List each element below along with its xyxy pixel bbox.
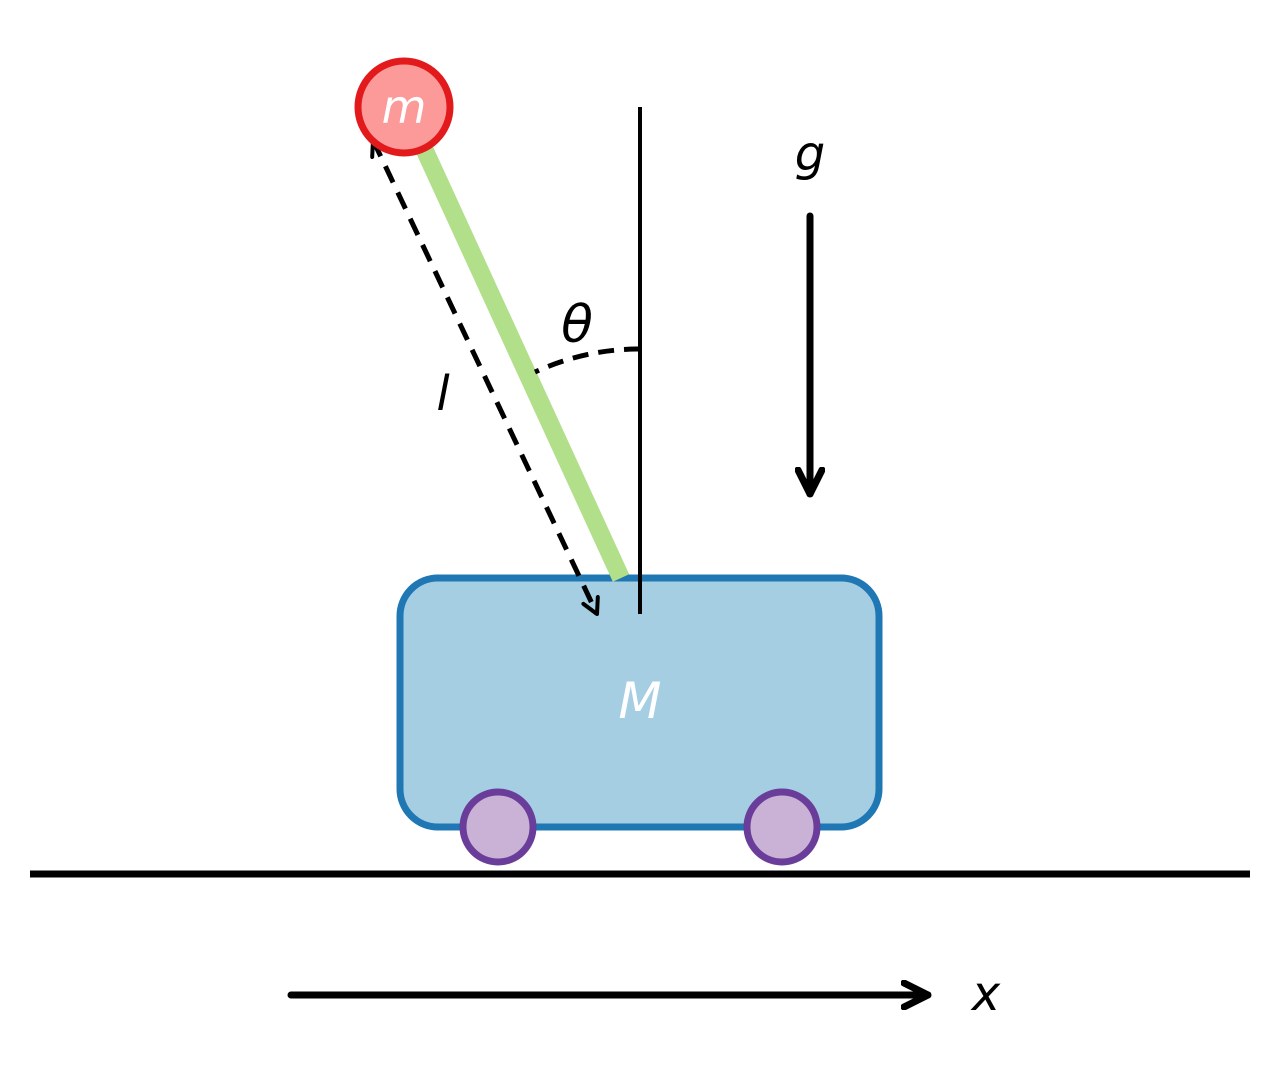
cart-mass-label: M [618, 672, 661, 730]
pendulum-mass-label: m [382, 80, 427, 134]
length-dimension-arrow [370, 138, 600, 616]
position-label: x [970, 966, 1001, 1022]
length-label: l [436, 366, 450, 422]
angle-label: θ [561, 295, 593, 355]
cart-wheel-left [459, 788, 537, 866]
pendulum-bob [354, 57, 454, 157]
pendulum-rod [411, 136, 630, 582]
gravity-label: g [795, 126, 825, 182]
cart-wheel-right [743, 788, 821, 866]
